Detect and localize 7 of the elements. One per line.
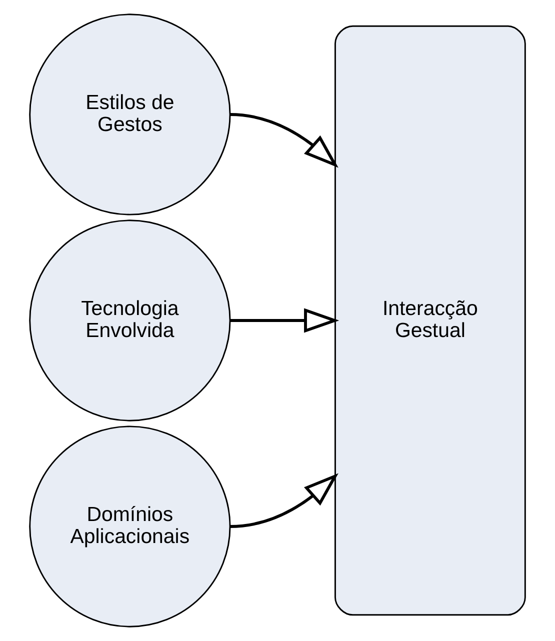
node-box: Interacção Gestual [334, 25, 526, 616]
arrow [230, 113, 338, 168]
arrow [230, 473, 338, 528]
node-circle: Tecnologia Envolvida [29, 220, 231, 422]
node-circle: Domínios Aplicacionais [29, 426, 231, 628]
arrow [230, 308, 340, 333]
node-circle: Estilos de Gestos [29, 14, 231, 216]
